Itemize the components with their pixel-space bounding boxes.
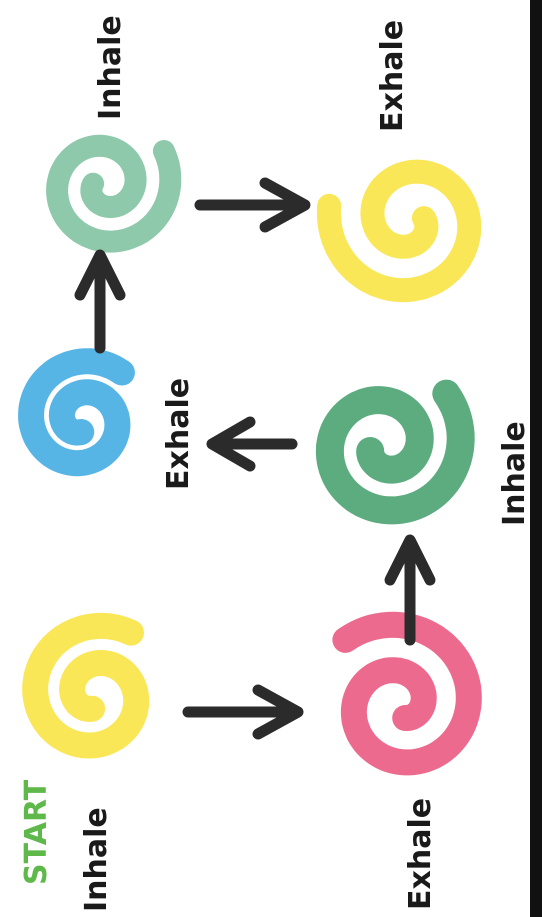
spiral-step-5 [345,625,468,763]
spiral-step-1 [35,626,136,746]
start-label: START [19,779,54,885]
spiral-step-6 [330,394,461,511]
page-edge [530,0,542,917]
step-4-label: Exhale [375,20,410,132]
spiral-step-2 [31,361,122,463]
arrow-right-bottom [188,690,298,734]
arrow-right-top [200,183,305,227]
step-6-label: Inhale [497,421,532,526]
step-2-label: Exhale [161,378,196,490]
arrow-left-middle [212,422,292,466]
step-1-label: Inhale [79,807,114,912]
step-3-label: Inhale [93,15,128,120]
spiral-step-4 [329,172,469,291]
spiral-step-3 [57,146,170,242]
step-5-label: Exhale [403,798,438,910]
arrow-up-top [80,255,120,348]
